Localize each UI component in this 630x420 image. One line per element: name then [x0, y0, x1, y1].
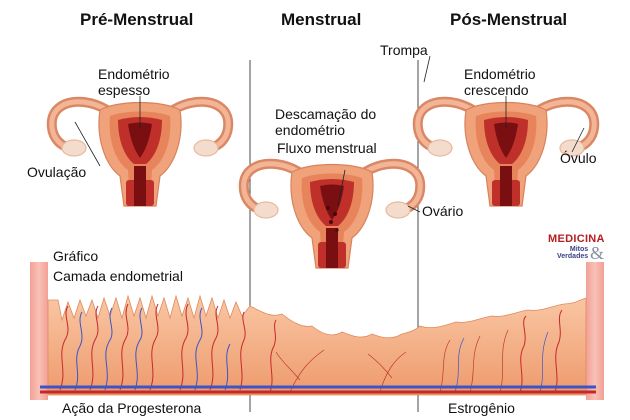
menstrual-flow-marks: [326, 206, 339, 232]
logo-ampersand: &: [590, 243, 605, 263]
graph-title: Gráfico: [53, 248, 99, 264]
label-estrogen: Estrogênio: [448, 400, 515, 416]
label-ovulacao: Ovulação: [27, 164, 87, 180]
uterus-menstrual: [244, 164, 420, 268]
label-endometrio-crescendo: Endométrio crescendo: [464, 66, 536, 98]
label-endometrio-espesso: Endométrio espesso: [98, 66, 170, 98]
graph-subtitle: Camada endometrial: [53, 268, 183, 284]
label-ovulo: Óvulo: [560, 150, 597, 166]
label-fluxo-menstrual: Fluxo menstrual: [277, 140, 377, 156]
label-trompa: Trompa: [380, 42, 428, 58]
title-pos-menstrual: Pós-Menstrual: [450, 10, 568, 29]
logo-brand: MEDICINA: [548, 233, 605, 245]
logo-sub: Mitos Verdades: [557, 246, 589, 260]
title-pre-menstrual: Pré-Menstrual: [80, 10, 194, 29]
label-ovario: Ovário: [422, 203, 464, 219]
label-progesterone: Ação da Progesterona: [62, 400, 202, 416]
endometrial-graph: [30, 262, 604, 400]
title-menstrual: Menstrual: [281, 10, 362, 29]
label-descamacao: Descamação do endométrio: [275, 106, 377, 138]
